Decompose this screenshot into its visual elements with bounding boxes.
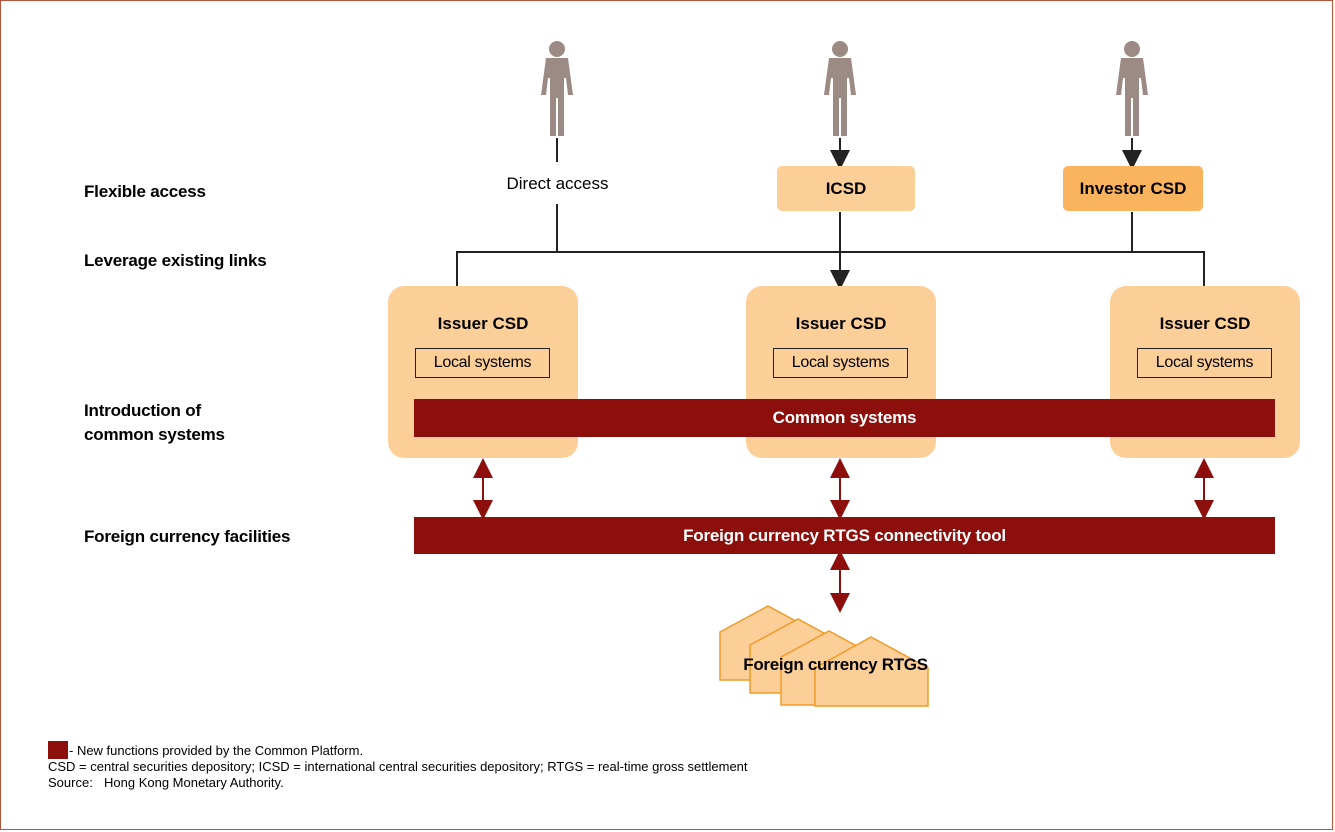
new-function-legend-swatch — [48, 741, 68, 759]
label-leverage-links: Leverage existing links — [84, 251, 267, 270]
investor-csd-box: Investor CSD — [1063, 166, 1203, 211]
local-systems-box: Local systems — [1137, 348, 1272, 378]
local-systems-box: Local systems — [415, 348, 550, 378]
icsd-box: ICSD — [777, 166, 915, 211]
foreign-currency-rtgs-label: Foreign currency RTGS — [743, 655, 928, 674]
abbreviation-note: CSD = central securities depository; ICS… — [48, 759, 748, 774]
rtgs-stack — [719, 605, 929, 707]
rtgs-connectivity-tool-bar: Foreign currency RTGS connectivity tool — [414, 517, 1275, 554]
investor-person-icon — [824, 41, 856, 136]
local-systems-box: Local systems — [773, 348, 908, 378]
link-bus — [456, 251, 1205, 286]
label-foreign-facilities: Foreign currency facilities — [84, 527, 291, 546]
label-common-systems-line2: common systems — [84, 425, 225, 444]
source-label: Source: — [48, 775, 93, 790]
investor-person-icon — [541, 41, 573, 136]
legend-text: - New functions provided by the Common P… — [69, 743, 364, 758]
label-common-systems-line1: Introduction of — [84, 401, 201, 420]
issuer-csd-title: Issuer CSD — [437, 314, 529, 333]
label-flexible-access: Flexible access — [84, 182, 206, 201]
issuer-csd-title: Issuer CSD — [1159, 314, 1251, 333]
investor-person-icon — [1116, 41, 1148, 136]
source-value: Hong Kong Monetary Authority. — [104, 775, 284, 790]
issuer-csd-title: Issuer CSD — [795, 314, 887, 333]
common-systems-bar: Common systems — [414, 399, 1275, 437]
direct-access-label: Direct access — [506, 174, 609, 193]
